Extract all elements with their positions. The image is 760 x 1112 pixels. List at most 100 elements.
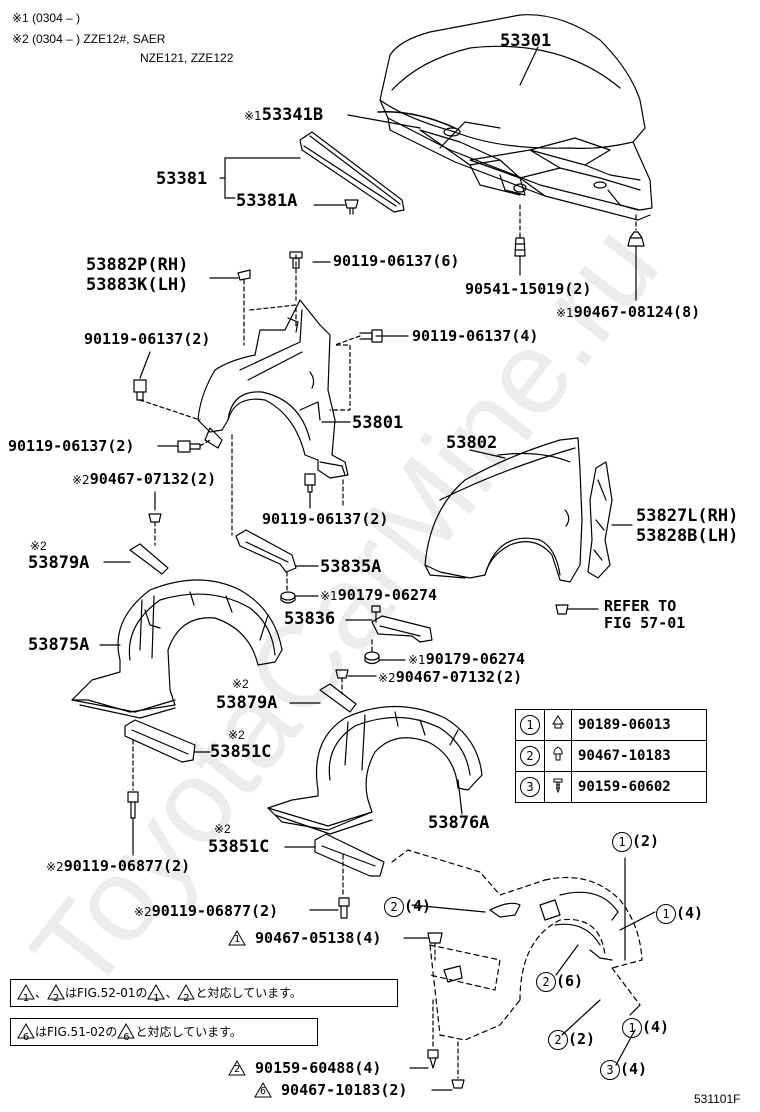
note-1-text: はFIG.52-01の (65, 986, 148, 1000)
label-90467-10183: 6 90467-10183(2) (254, 1082, 407, 1098)
text-90467-08124: 90467-08124(8) (573, 303, 701, 321)
callout-2-4-count: (4) (404, 897, 432, 915)
fender-seal-53827L (587, 461, 613, 579)
circle-1-icon: 1 (520, 715, 540, 735)
triangle-2-icon: 2 (47, 984, 65, 1004)
clip-90467-10183 (431, 1041, 465, 1091)
clip-refer-57-01 (555, 604, 599, 615)
label-53876A: 53876A (428, 813, 490, 833)
cushion-90541 (514, 204, 526, 276)
label-90467-07132b: ※290467-07132(2) (378, 669, 522, 686)
text-90467-07132b: 90467-07132(2) (395, 668, 523, 686)
fastener-legend: 1 90189-06013 2 90467-10183 3 90159-6060… (515, 709, 707, 803)
clip-icon (544, 740, 572, 772)
label-53827L: 53827L(RH) (636, 506, 739, 526)
label-90119-06877a: ※290119-06877(2) (46, 858, 190, 875)
figure-id: 531101F (694, 1092, 741, 1106)
text-90467-05138: 90467-05138(4) (255, 929, 382, 947)
triangle-6-icon: 6 (254, 1082, 272, 1098)
text-90179-b: 90179-06274 (425, 650, 526, 668)
circle-1-icon: 1 (612, 832, 632, 852)
label-53341B: ※153341B (244, 106, 323, 125)
note-3: NZE121, ZZE122 (140, 51, 234, 65)
bolt-90119-top (289, 251, 303, 269)
callout-1-2-count: (2) (632, 832, 660, 850)
cover-53851C-a (124, 719, 196, 763)
label-refer-1: REFER TO (604, 597, 677, 615)
mark-53341B: ※1 (244, 109, 262, 123)
triangle-1-icon: 1 (147, 984, 166, 1004)
circle-1-icon: 1 (656, 904, 676, 924)
clip-90467-08124 (627, 214, 645, 301)
callout-2-4: 2(4) (384, 897, 431, 917)
label-53381: 53381 (156, 169, 208, 189)
mark-90119-06877b: ※2 (134, 905, 152, 919)
label-53835A: 53835A (320, 557, 382, 577)
triangle-1-icon: 1 (17, 984, 35, 1004)
fender-53802 (424, 437, 583, 583)
callout-3-4-count: (4) (620, 1060, 648, 1078)
clip-icon (544, 709, 572, 741)
label-53301: 53301 (500, 31, 552, 51)
nut-90179-a (280, 591, 296, 604)
label-53875A: 53875A (28, 635, 90, 655)
mark-53879A-a: ※2 (30, 539, 47, 553)
label-90119-4: 90119-06137(4) (412, 327, 539, 345)
mark-90119-06877a: ※2 (46, 860, 64, 874)
note-2: ※2 (0304 – ) ZZE12#, SAER (12, 32, 166, 46)
callout-1-4b: 1(4) (622, 1018, 669, 1038)
bracket-53836 (371, 605, 433, 643)
hood-seal-53381 (299, 131, 405, 213)
text-90159-60488: 90159-60488(4) (255, 1059, 382, 1077)
bolt-90119-06877-b (338, 897, 350, 919)
label-refer-2: FIG 57-01 (604, 614, 686, 632)
label-53879A-a: 53879A (28, 553, 90, 573)
legend-part: 90467-10183 (571, 740, 707, 772)
mark-53851C-a: ※2 (228, 728, 245, 742)
callout-3-4: 3(4) (600, 1060, 647, 1080)
text-90179-a: 90179-06274 (337, 586, 438, 604)
text-90467-07132a: 90467-07132(2) (89, 470, 217, 488)
note-1-end: と対応しています。 (195, 986, 302, 1000)
text-90119-06877b: 90119-06877(2) (151, 902, 279, 920)
circle-1-icon: 1 (622, 1018, 642, 1038)
label-90179-a: ※190179-06274 (320, 587, 437, 604)
clip-90467-07132-b (335, 669, 349, 695)
bolt-90119-lower (177, 440, 201, 453)
circle-2-icon: 2 (536, 972, 556, 992)
callout-2-6: 2(6) (536, 972, 583, 992)
seal-53879A-a (103, 543, 169, 575)
label-90467-07132a: ※290467-07132(2) (72, 471, 216, 488)
seal-53879A-b (289, 683, 357, 713)
label-90467-08124: ※190467-08124(8) (556, 304, 700, 321)
fender-liner-outline (391, 849, 643, 1041)
fender-53801 (197, 299, 349, 479)
bolt-90119-bottom (304, 473, 316, 509)
triangle-2-icon: 2 (177, 984, 196, 1004)
text-53341B: 53341B (261, 105, 324, 125)
label-53828B: 53828B(LH) (636, 526, 739, 546)
label-53802: 53802 (446, 433, 498, 453)
triangle-2-icon: 2 (228, 1060, 246, 1076)
callout-1-4b-count: (4) (642, 1018, 670, 1036)
liner-53876A (267, 705, 483, 835)
nut-90179-b (364, 639, 380, 665)
label-53381A: 53381A (236, 191, 298, 211)
liner-53875A (71, 579, 283, 719)
label-53836: 53836 (284, 609, 336, 629)
circle-2-icon: 2 (384, 897, 404, 917)
bolt-90119-06877-a (127, 791, 139, 856)
circle-2-icon: 2 (548, 1030, 568, 1050)
legend-row: 1 90189-06013 (515, 709, 707, 741)
legend-row: 2 90467-10183 (515, 740, 707, 772)
bolt-90119-side (359, 329, 383, 343)
label-53801: 53801 (352, 413, 404, 433)
legend-row: 3 90159-60602 (515, 771, 707, 803)
clip-53381A (344, 199, 359, 215)
label-90119-2a: 90119-06137(2) (84, 330, 211, 348)
note-1-sep: 、 (35, 986, 48, 1000)
fender-liner-solid (443, 891, 619, 983)
bracket-53835A (235, 529, 297, 591)
